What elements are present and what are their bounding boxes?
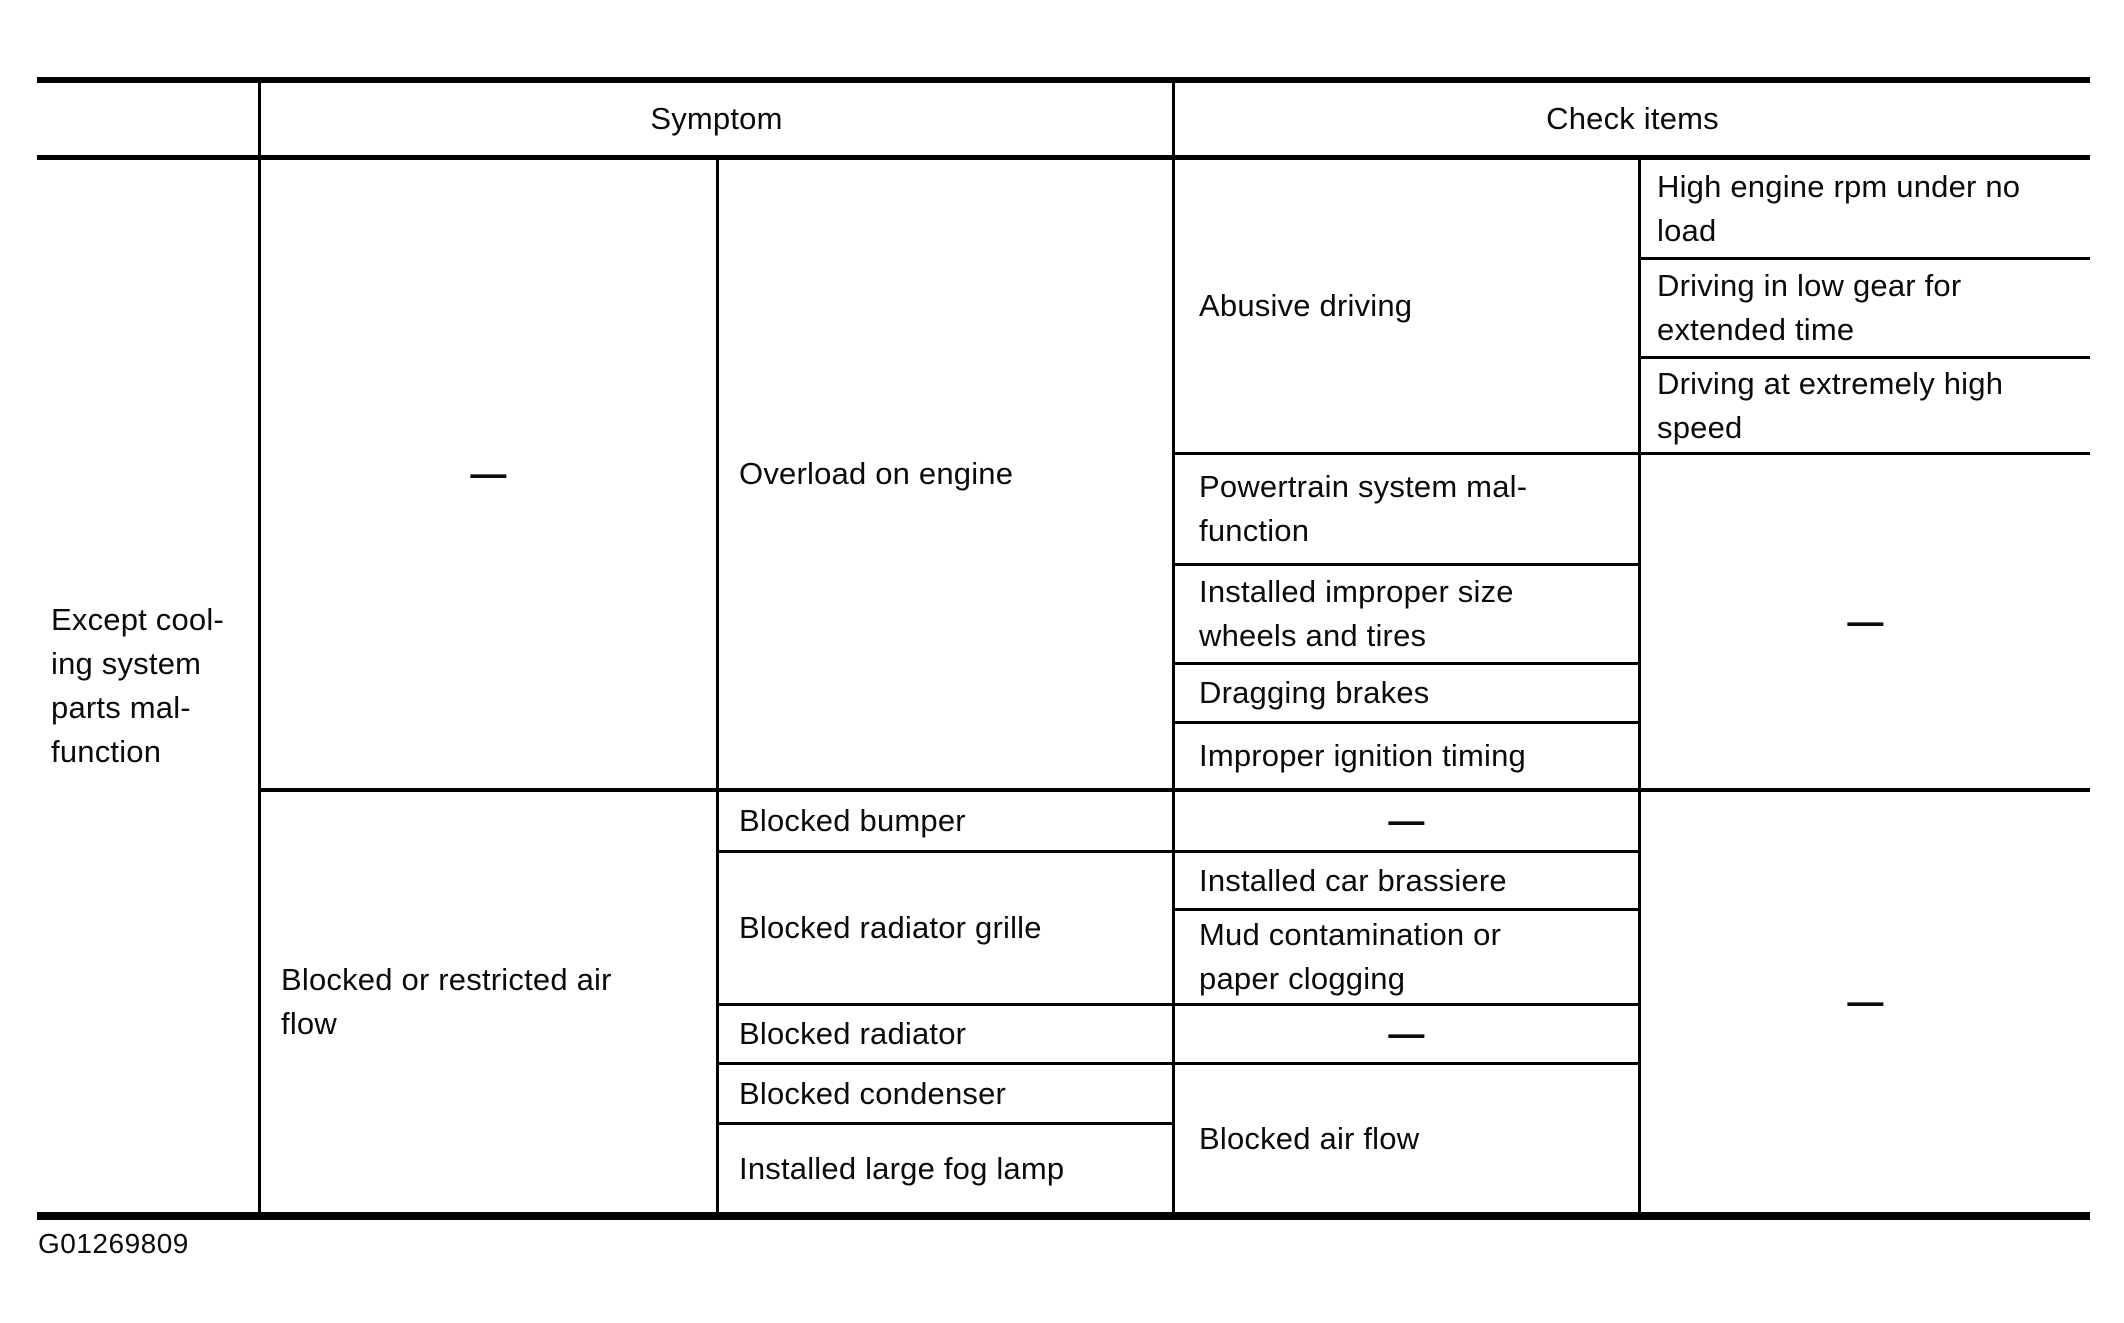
cell-blocked-condenser: Blocked condenser (739, 1075, 1007, 1111)
header-symptom: Symptom (650, 100, 783, 136)
grid-line-abusive-bottom (1172, 452, 2090, 455)
grid-line-condenser-bottom (716, 1122, 1175, 1125)
cell-blocked-air-flow: Blocked air flow (1199, 1120, 1420, 1156)
cell-improper-ignition-timing: Improper ignition timing (1199, 738, 1527, 773)
cell-installed-car-brassiere: Installed car brassiere (1199, 862, 1507, 898)
cell-powertrain-malfunction: Powertrain system mal- function (1199, 469, 1528, 548)
cell-installed-large-fog-lamp: Installed large fog lamp (739, 1150, 1065, 1186)
header-check-items: Check items (1546, 100, 1719, 136)
cell-abusive-driving: Abusive driving (1199, 288, 1413, 323)
grid-line-grille-bottom (716, 1003, 1641, 1006)
divider-label-symptom (258, 77, 261, 1215)
cell-group1-symptom-dash: — (470, 453, 507, 494)
cell-radiator-check-dash: — (1388, 1013, 1425, 1054)
cell-high-engine-rpm: High engine rpm under no load (1657, 168, 2021, 248)
grid-line-radiator-bottom (716, 1062, 1641, 1065)
grid-line-wheels-bottom (1172, 662, 1641, 665)
grid-line-lowgear-bottom (1638, 356, 2090, 359)
table-bottom-border (37, 1212, 2090, 1220)
cell-group2-subitems-dash: — (1847, 981, 1884, 1022)
table-top-border (37, 77, 2090, 83)
grid-line-rpm-bottom (1638, 257, 2090, 260)
grid-line-bumper-bottom (716, 850, 1641, 853)
grid-line-dragging-bottom (1172, 721, 1641, 724)
figure-id: G01269809 (38, 1228, 189, 1259)
cell-overload-on-engine: Overload on engine (739, 456, 1014, 491)
cell-dragging-brakes: Dragging brakes (1199, 675, 1430, 710)
cell-group1-subitems-dash: — (1847, 600, 1884, 642)
cell-blocked-bumper: Blocked bumper (739, 803, 966, 838)
header-bottom-border (37, 155, 2090, 160)
cell-improper-wheels-tires: Installed improper size wheels and tires (1199, 574, 1514, 653)
grid-line-powertrain-bottom (1172, 563, 1641, 566)
cell-blocked-radiator-grille: Blocked radiator grille (739, 910, 1042, 945)
cell-low-gear-extended: Driving in low gear for extended time (1657, 268, 1962, 347)
cell-blocked-restricted-airflow: Blocked or restricted air flow (281, 962, 612, 1041)
cell-extremely-high-speed: Driving at extremely high speed (1657, 365, 2004, 445)
cell-bumper-check-dash: — (1388, 800, 1425, 841)
divider-check-inner (1638, 155, 1641, 1215)
cell-mud-contamination: Mud contamination or paper clogging (1199, 917, 1502, 996)
divider-symptom-check (1172, 77, 1175, 1215)
cell-except-cooling-label: Except cool- ing system parts mal- funct… (51, 602, 224, 769)
divider-symptom-inner (716, 155, 719, 1215)
grid-line-brassiere-bottom (1172, 908, 1641, 911)
cell-blocked-radiator: Blocked radiator (739, 1016, 967, 1051)
